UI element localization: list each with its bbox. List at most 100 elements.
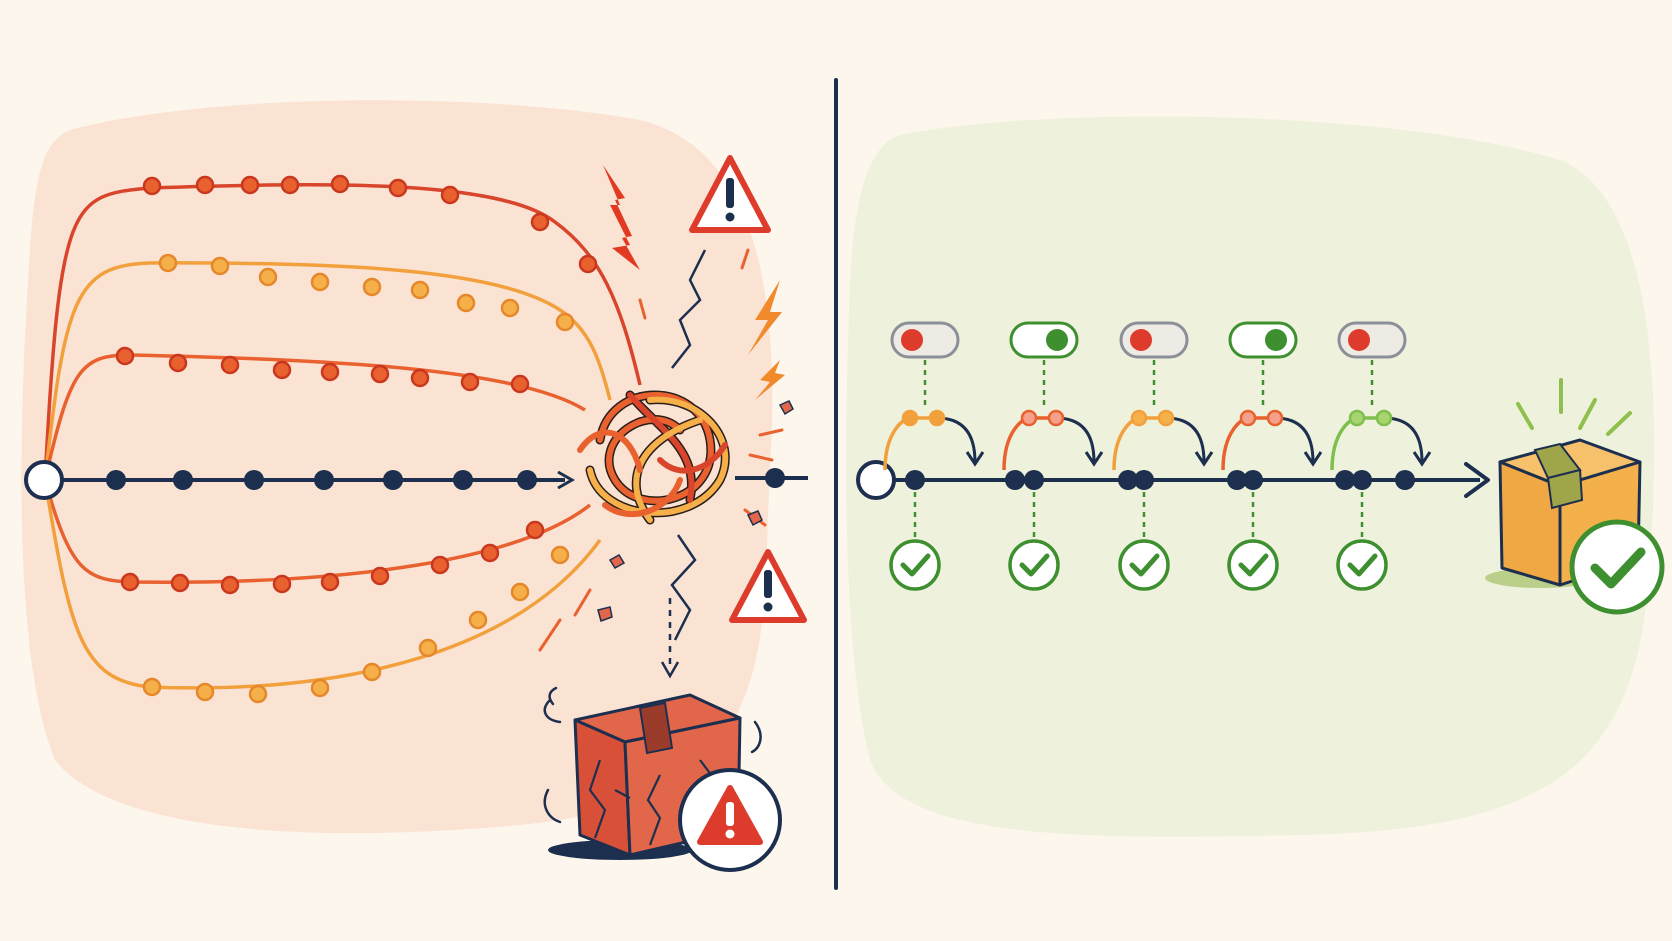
left-mainline xyxy=(24,460,808,500)
branch-node xyxy=(370,566,390,586)
crack-lines xyxy=(670,249,707,641)
start-node xyxy=(24,460,64,500)
branch-node xyxy=(1130,409,1148,427)
mainline-node xyxy=(106,470,126,490)
branch-node xyxy=(280,175,300,195)
branch-node xyxy=(310,678,330,698)
mainline-node xyxy=(1395,470,1415,490)
explosion-fragments xyxy=(597,400,794,622)
branch-node xyxy=(115,346,135,366)
branch-node xyxy=(430,555,450,575)
branch-node xyxy=(388,178,408,198)
tangle-knot xyxy=(577,390,730,525)
branch-node xyxy=(410,280,430,300)
branch-node xyxy=(210,256,230,276)
toggle-switch-icon[interactable] xyxy=(890,321,960,359)
warning-triangle-icon xyxy=(729,549,807,623)
start-node xyxy=(856,460,896,500)
toggle-switch-icon[interactable] xyxy=(1009,321,1079,359)
branch-node xyxy=(530,212,550,232)
mainline-node xyxy=(244,470,264,490)
mainline-node xyxy=(905,470,925,490)
check-circle-icon xyxy=(889,539,941,591)
step-3 xyxy=(1112,321,1214,591)
warning-circle-icon xyxy=(678,768,782,872)
branch-node xyxy=(248,684,268,704)
check-circle-icon xyxy=(1569,519,1665,615)
branch-node xyxy=(142,677,162,697)
branch-node xyxy=(1157,409,1175,427)
right-mainline xyxy=(856,460,1490,500)
check-circle-icon xyxy=(1008,539,1060,591)
mainline-node xyxy=(1227,470,1247,490)
step-4 xyxy=(1221,321,1323,591)
branch-node xyxy=(440,185,460,205)
branch-node xyxy=(272,360,292,380)
mainline-node xyxy=(1024,470,1044,490)
toggle-switch-icon[interactable] xyxy=(1119,321,1189,359)
branch-node xyxy=(320,572,340,592)
mainline-node xyxy=(173,470,193,490)
branch-node xyxy=(168,353,188,373)
branch-node xyxy=(510,582,530,602)
step-1 xyxy=(883,321,985,591)
explosion-debris xyxy=(538,248,784,652)
branch-node xyxy=(258,267,278,287)
branch-node xyxy=(195,682,215,702)
branch-node xyxy=(555,312,575,332)
step-2 xyxy=(1002,321,1104,591)
branch-node xyxy=(170,573,190,593)
step-5 xyxy=(1330,321,1432,591)
branch-node xyxy=(460,372,480,392)
branch-node xyxy=(1020,409,1038,427)
branch-node xyxy=(142,176,162,196)
branch-node xyxy=(1266,409,1284,427)
lightning-bolt-icon xyxy=(748,280,782,355)
dashed-arrow-down xyxy=(660,598,680,679)
branch-node xyxy=(220,355,240,375)
branch-node xyxy=(195,175,215,195)
branch-node xyxy=(370,364,390,384)
branch-node xyxy=(1047,409,1065,427)
branch-line-2 xyxy=(43,261,612,481)
mainline-node xyxy=(765,468,785,488)
check-circle-icon xyxy=(1336,539,1388,591)
branch-node xyxy=(330,174,350,194)
toggle-switch-icon[interactable] xyxy=(1337,321,1407,359)
branch-node xyxy=(120,572,140,592)
branch-node xyxy=(320,362,340,382)
branch-node xyxy=(480,543,500,563)
toggle-switch-icon[interactable] xyxy=(1228,321,1298,359)
branch-node xyxy=(418,638,438,658)
mainline-node xyxy=(517,470,537,490)
branch-node xyxy=(240,175,260,195)
branch-node xyxy=(510,374,530,394)
branch-node xyxy=(550,545,570,565)
branch-node xyxy=(410,368,430,388)
branch-node xyxy=(220,575,240,595)
lightning-bolt-icon xyxy=(603,165,640,270)
branch-node xyxy=(362,662,382,682)
mainline-node xyxy=(1352,470,1372,490)
tangled-branches xyxy=(43,174,642,704)
branch-node xyxy=(468,610,488,630)
branch-node xyxy=(310,272,330,292)
branch-node xyxy=(1375,409,1393,427)
branch-node xyxy=(456,293,476,313)
branch-node xyxy=(158,253,178,273)
mainline-node xyxy=(453,470,473,490)
branch-node xyxy=(578,254,598,274)
mainline-node xyxy=(383,470,403,490)
lightning-bolt-icon xyxy=(755,360,785,400)
check-circle-icon xyxy=(1118,539,1170,591)
branch-node xyxy=(928,409,946,427)
mainline-node xyxy=(1134,470,1154,490)
mainline-node xyxy=(1335,470,1355,490)
check-circle-icon xyxy=(1227,539,1279,591)
branch-node xyxy=(500,298,520,318)
branch-node xyxy=(525,520,545,540)
mainline-node xyxy=(314,470,334,490)
left-panel-background xyxy=(21,100,773,834)
